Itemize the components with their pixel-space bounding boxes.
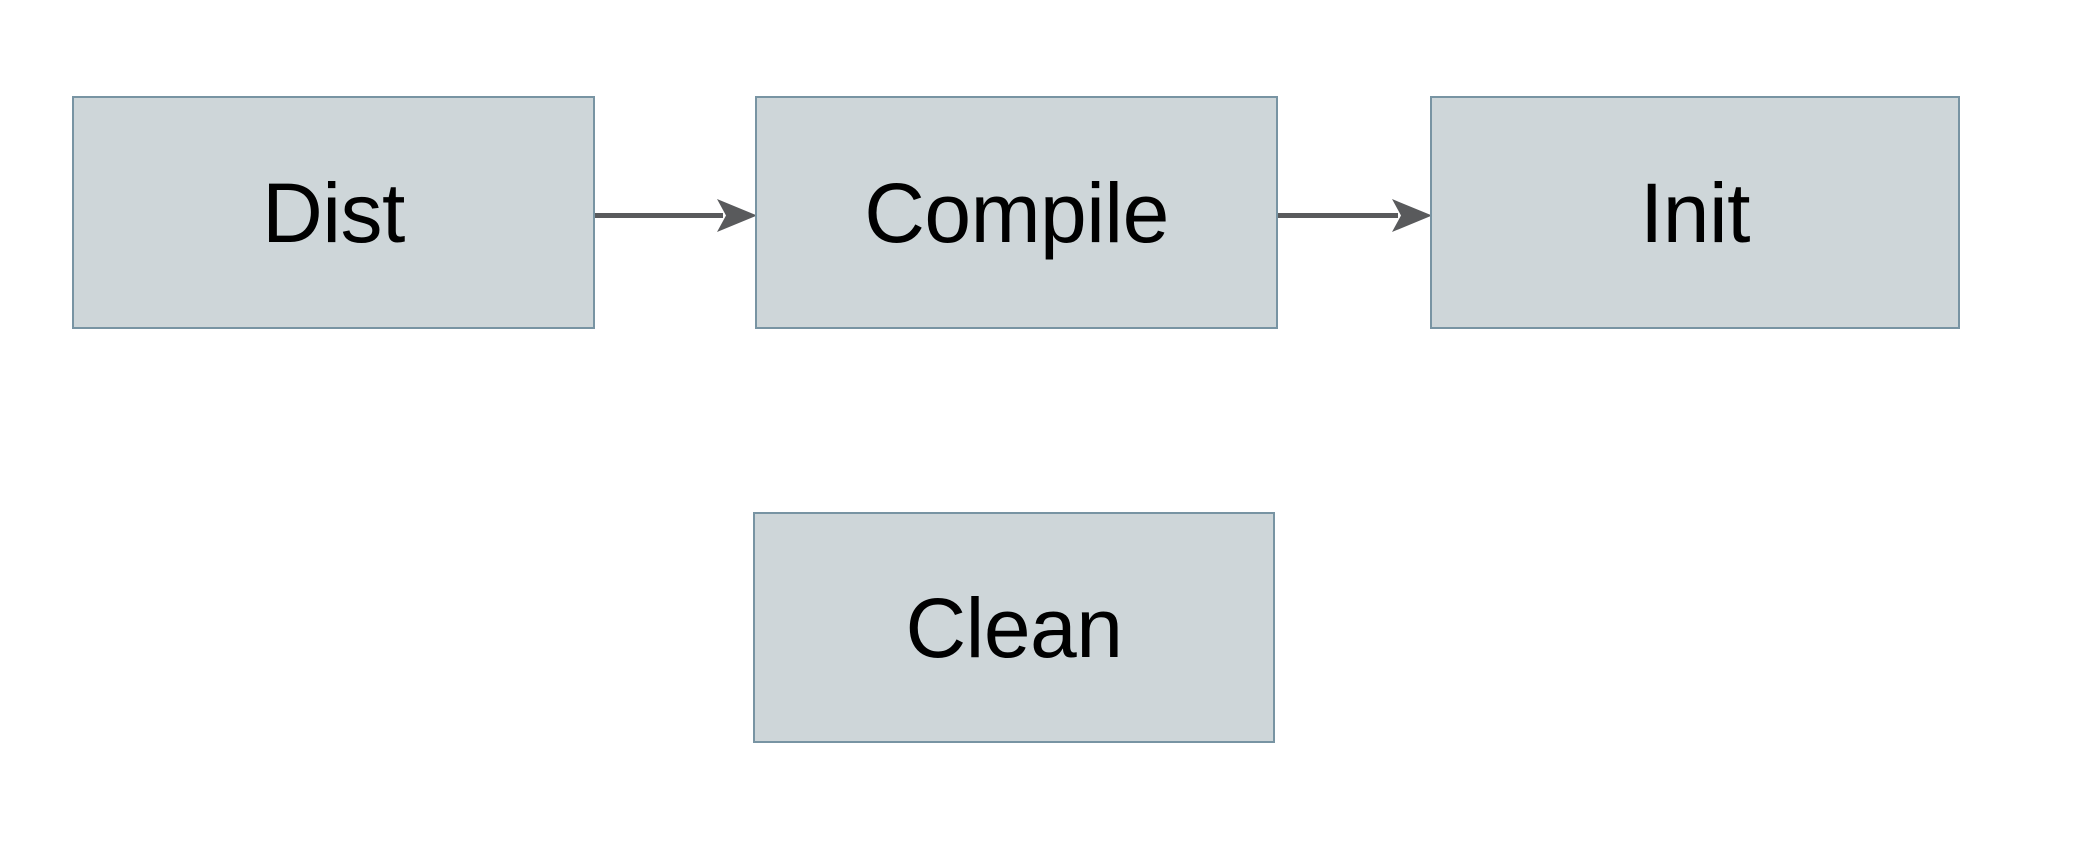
node-clean-label: Clean: [905, 580, 1123, 675]
node-dist-label: Dist: [262, 165, 405, 260]
node-dist[interactable]: Dist: [72, 96, 595, 329]
edge-dist-to-compile[interactable]: [595, 196, 757, 236]
edge-compile-to-init[interactable]: [1278, 196, 1432, 236]
node-clean[interactable]: Clean: [753, 512, 1275, 743]
node-init[interactable]: Init: [1430, 96, 1960, 329]
node-init-label: Init: [1639, 165, 1751, 260]
node-compile-label: Compile: [864, 165, 1169, 260]
node-compile[interactable]: Compile: [755, 96, 1278, 329]
